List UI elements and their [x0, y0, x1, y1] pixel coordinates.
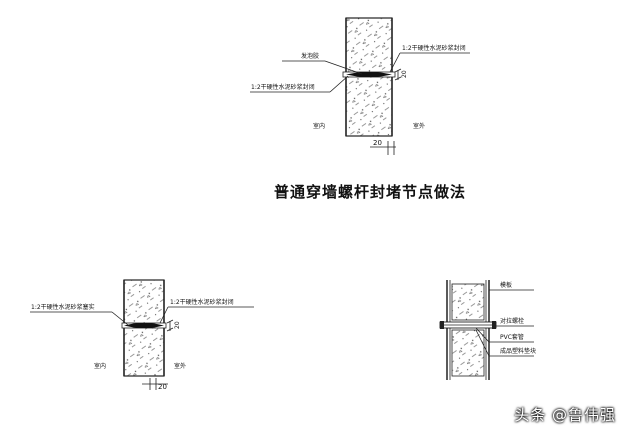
- wall-right-upper: [451, 283, 485, 321]
- watermark: 头条 @鲁伟强: [514, 406, 616, 424]
- label-outdoor: 室外: [174, 362, 186, 370]
- dim-side: 20: [174, 321, 181, 329]
- foam-plug-top: [346, 72, 392, 77]
- dim-bottom: 20: [158, 383, 167, 391]
- label-outdoor: 室外: [413, 122, 425, 130]
- label-seal-right: 1:2干硬性水泥砂浆封闭: [170, 298, 234, 306]
- dim-side: 20: [401, 70, 408, 78]
- label-foam: 发泡胶: [301, 52, 319, 60]
- detail-top: 发泡胶 1:2干硬性水泥砂浆封闭 1:2干硬性水泥砂浆封闭 室内 室外 20 2…: [250, 17, 470, 155]
- label-formwork: 模板: [500, 281, 512, 289]
- wall-right-lower: [451, 329, 485, 377]
- label-seal-left: 1:2干硬性水泥砂浆塞实: [31, 303, 95, 311]
- dim-bottom: 20: [373, 139, 382, 147]
- detail-left: 1:2干硬性水泥砂浆塞实 1:2干硬性水泥砂浆封闭 室内 室外 20 20: [30, 279, 254, 391]
- detail-right: 模板 对拉螺栓 PVC套管 成品塑料垫块: [439, 280, 536, 380]
- label-seal-right: 1:2干硬性水泥砂浆封闭: [402, 44, 466, 52]
- label-indoor: 室内: [313, 122, 325, 130]
- plug-left: [124, 323, 164, 328]
- label-nut: 对拉螺栓: [500, 317, 524, 325]
- label-pvc: PVC套管: [500, 333, 524, 341]
- label-seal-left: 1:2干硬性水泥砂浆封闭: [251, 83, 315, 91]
- label-indoor: 室内: [94, 362, 106, 370]
- page-title: 普通穿墙螺杆封堵节点做法: [273, 183, 466, 201]
- label-block: 成品塑料垫块: [500, 347, 536, 355]
